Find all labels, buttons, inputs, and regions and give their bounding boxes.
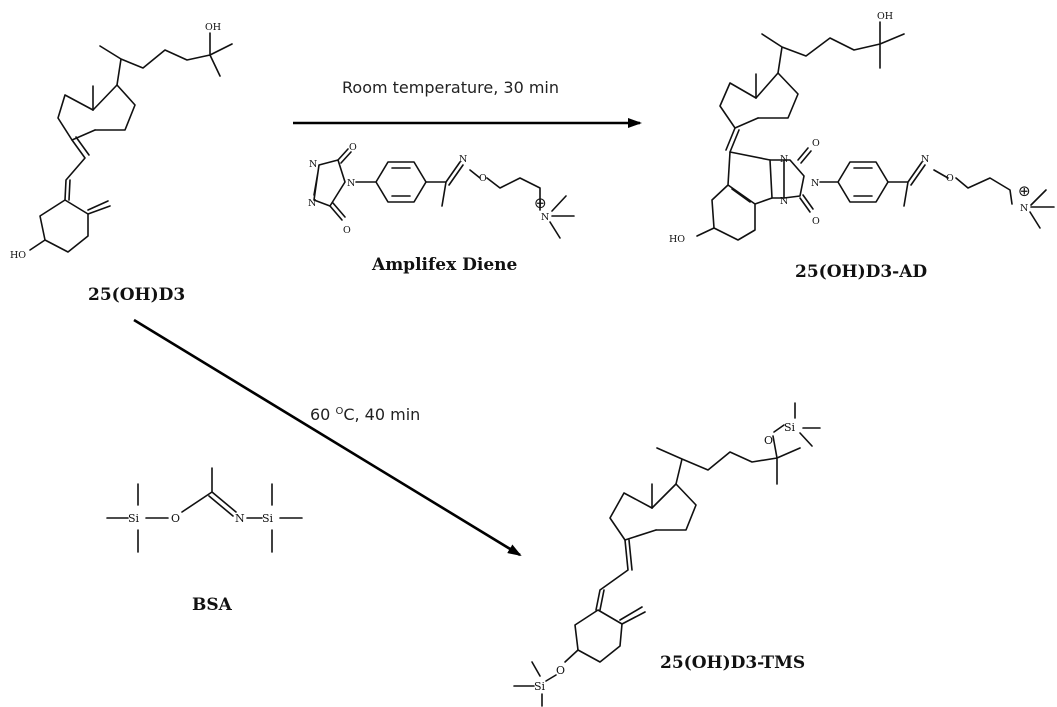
bsa-atom-o: O [171,512,180,525]
arrow-bottom [133,318,522,557]
ad-adduct-core [711,151,773,241]
triazole-ring [313,159,346,207]
atom-o-oxime: O [479,173,487,184]
tms-ring-a [574,609,623,663]
ad-atom-oh: OH [877,11,893,22]
ad-atom-o1: O [812,138,820,149]
molecule-25ohd3-tms: O Si O Si [513,402,821,707]
n-methyls [549,195,575,239]
tms-methyls-1 [794,402,821,447]
ad-atom-o2: O [812,216,820,227]
tms-atom-o2: O [556,664,565,677]
bsa-right-tms [246,483,303,553]
ring-d [92,84,136,131]
ad-atom-n2: N [780,196,788,207]
label-bsa: BSA [192,595,233,615]
ad-atom-n-oxime: N [921,154,929,165]
label-amplifex: Amplifex Diene [371,255,518,275]
tms-atom-si2: Si [534,680,546,693]
atom-n1: N [309,159,317,170]
ad-atom-n-plus: N [1020,203,1028,214]
molecule-bsa: Si O N Si [106,467,303,553]
bsa-atom-n: N [235,512,245,525]
condition-top: Room temperature, 30 min [342,78,559,97]
molecule-amplifex-diene: N N N O O N O N ⊕ [308,142,575,239]
tms-triene [595,539,633,611]
tms-atom-si1: Si [784,421,796,434]
tms-side-chain [656,435,801,485]
label-product-tms: 25(OH)D3-TMS [660,653,805,673]
ring-a [39,199,89,253]
exo-methylene [87,200,111,215]
condition-bottom-degree: O [335,406,343,417]
tms-o-si-2 [545,674,557,682]
condition-bottom-rest: C, 40 min [343,405,420,424]
bsa-left-tms [106,483,169,553]
bsa-atom-si1: Si [128,512,140,525]
ad-n-methyls [1029,189,1055,229]
ad-ring-c [719,82,759,129]
ad-atom-ho: HO [669,234,685,245]
side-chain [99,32,233,86]
atom-n-plus: N [541,212,549,223]
ad-carbonyls [797,147,814,213]
atom-o1: O [349,142,357,153]
carbonyls [329,148,352,221]
phenyl-ring [355,161,427,203]
ad-atom-n3: N [811,178,819,189]
molecule-25ohd3-ad: OH N N N O O HO N O N ⊕ [669,11,1055,245]
atom-ho: HO [10,250,26,261]
atom-n3: N [347,178,355,189]
bsa-core [181,467,237,517]
ad-atom-o-oxime: O [946,173,954,184]
bsa-atom-si2: Si [262,512,274,525]
charge-plus: ⊕ [534,194,547,212]
ad-charge-plus: ⊕ [1018,182,1031,200]
c3-bond [29,239,46,251]
tms-exo-methylene [619,606,646,625]
atom-o2: O [343,225,351,236]
atom-n-oxime: N [459,154,467,165]
ad-oxime-chain [887,161,1013,207]
atom-oh: OH [205,22,221,33]
tms-o-si-1 [773,424,785,433]
ad-ring-d [755,72,799,119]
ad-exo-double [725,127,740,153]
ad-c3-bond [696,227,715,237]
ad-phenyl [819,161,889,203]
condition-bottom: 60 OC, 40 min [310,405,420,424]
ring-c [57,94,96,141]
label-product-ad: 25(OH)D3-AD [795,262,927,282]
tms-c3-bond [564,649,579,663]
tms-ring-d [651,483,697,531]
atom-n2: N [308,198,316,209]
condition-bottom-value: 60 [310,405,335,424]
tms-methyls-2 [513,661,543,707]
ad-urazole [769,159,805,199]
tms-ring-c [609,492,657,541]
ad-atom-n1: N [780,154,788,165]
molecule-25ohd3: OH HO [10,22,233,261]
triene-chain [64,136,90,201]
label-start: 25(OH)D3 [88,285,185,305]
ad-side-chain [761,21,905,74]
tms-atom-o1: O [764,434,773,447]
oxime-chain [425,161,541,211]
